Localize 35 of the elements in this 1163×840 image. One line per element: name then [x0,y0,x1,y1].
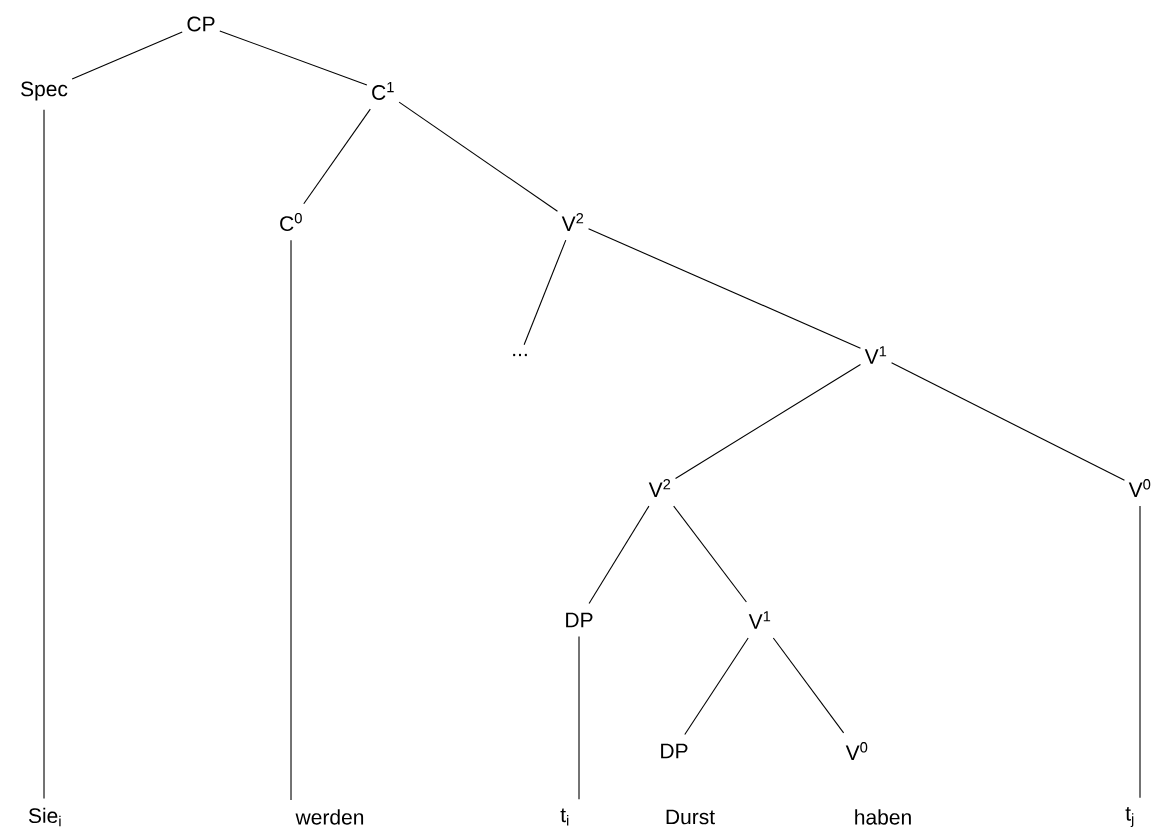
branch-line [290,239,292,801]
tree-node-label: V$^{2}$ [561,213,584,231]
tree-node-label: V$^{1}$ [748,611,771,629]
branch-line [684,637,749,736]
tree-node-label: C$^{1}$ [372,82,394,100]
branch-line [71,31,183,80]
tree-node-label: DP [566,612,593,628]
branch-line [1139,505,1141,799]
tree-node-label: V$^{0}$ [845,742,868,760]
tree-node-label: V$^{0}$ [1128,479,1151,497]
branch-line [398,101,558,212]
tree-node-label: CP [187,16,215,32]
branch-line [675,364,861,479]
word-label: Sie$_{i}$ [28,807,61,827]
tree-node-label: DP [661,743,688,759]
branch-line [673,505,747,603]
branch-line [578,635,580,800]
word-label: werden [295,809,364,825]
tree-node-label: C$^{0}$ [280,213,302,231]
tree-node-label: V$^{2}$ [648,479,671,497]
word-label: Durst [666,809,715,825]
branch-line [588,228,861,349]
tree-node-label: V$^{1}$ [864,346,887,364]
word-label: t$_{i}$ [560,808,569,826]
branch-line [43,109,45,799]
word-label: haben [855,809,911,825]
tree-node-label: ... [513,353,527,357]
word-label: t$_{j}$ [1125,806,1134,828]
branch-line [891,362,1125,481]
branch-line [219,30,368,86]
tree-node-label: Spec [21,81,68,101]
branch-line [303,108,371,205]
branch-line [772,637,845,734]
branch-line [523,239,567,346]
branch-line [588,505,650,605]
